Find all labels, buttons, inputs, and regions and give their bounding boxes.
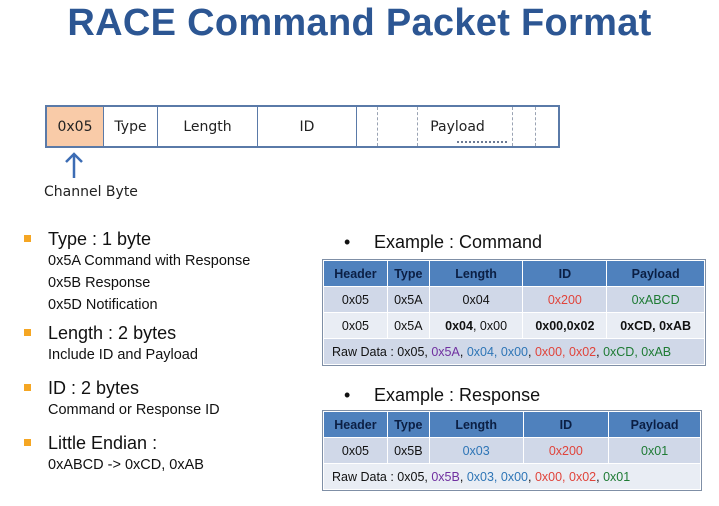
table-row: 0x05 0x5A 0x04 0x200 0xABCD [323, 286, 705, 313]
column-header: Length [428, 411, 524, 438]
table-cell: 0x00,0x02 [522, 312, 608, 339]
bullet-icon [24, 384, 31, 391]
payload-divider [377, 107, 378, 146]
raw-sep: , [596, 344, 604, 359]
packet-field-length: Length [158, 107, 258, 146]
payload-ellipsis [457, 141, 507, 143]
raw-payload: 0x01 [603, 469, 631, 484]
raw-data-cell: Raw Data : 0x05, 0x5A, 0x04, 0x00, 0x00,… [323, 338, 705, 365]
table-cell: 0x03 [428, 437, 524, 464]
example-response-heading: • Example : Response [344, 385, 540, 406]
raw-data-cell: Raw Data : 0x05, 0x5B, 0x03, 0x00, 0x00,… [323, 463, 701, 490]
length-byte: , 0x00 [472, 318, 508, 333]
list-item: Length : 2 bytes Include ID and Payload [24, 322, 314, 366]
raw-sep: , [527, 469, 535, 484]
list-item: Type : 1 byte 0x5A Command with Response… [24, 228, 314, 316]
column-header: Payload [608, 411, 701, 438]
column-header: ID [522, 411, 610, 438]
column-header: Header [323, 260, 388, 287]
column-header: Length [428, 260, 524, 287]
bullet-icon [24, 439, 31, 446]
table-cell: 0x04 [428, 286, 524, 313]
raw-sep: , [459, 344, 467, 359]
table-cell: 0x05 [323, 437, 388, 464]
bullet-detail: 0xABCD -> 0xCD, 0xAB [48, 457, 204, 473]
command-example-table: Header Type Length ID Payload 0x05 0x5A … [322, 259, 706, 366]
bullet-detail: 0x5A Command with Response [48, 253, 251, 269]
raw-id: 0x00, 0x02 [534, 469, 597, 484]
packet-field-id: ID [258, 107, 357, 146]
raw-prefix: Raw Data : 0x05, [332, 469, 432, 484]
table-cell: 0xABCD [606, 286, 705, 313]
payload-divider [535, 107, 536, 146]
table-header-row: Header Type Length ID Payload [323, 260, 705, 287]
column-header: Type [386, 260, 430, 287]
raw-prefix: Raw Data : 0x05, [332, 344, 432, 359]
raw-sep: , [459, 469, 467, 484]
bullet-dot-icon: • [344, 385, 351, 405]
table-row: 0x05 0x5A 0x04, 0x00 0x00,0x02 0xCD, 0xA… [323, 312, 705, 339]
table-row: Raw Data : 0x05, 0x5A, 0x04, 0x00, 0x00,… [323, 338, 705, 365]
table-cell: 0x5A [386, 312, 430, 339]
table-cell: 0x200 [522, 286, 608, 313]
bullet-detail: Command or Response ID [48, 402, 220, 418]
bullet-heading: Little Endian : [48, 433, 158, 453]
table-cell: 0x05 [323, 312, 388, 339]
table-cell: 0x200 [522, 437, 610, 464]
raw-length: 0x04, 0x00 [466, 344, 528, 359]
raw-type: 0x5B [431, 469, 460, 484]
table-cell: 0x5B [386, 437, 430, 464]
column-header: Header [323, 411, 388, 438]
bullet-icon [24, 235, 31, 242]
field-description-list: Type : 1 byte 0x5A Command with Response… [24, 228, 314, 476]
table-cell: 0xCD, 0xAB [606, 312, 705, 339]
bullet-heading: Length : 2 bytes [48, 323, 177, 343]
arrow-up-icon [65, 152, 83, 178]
table-row: 0x05 0x5B 0x03 0x200 0x01 [323, 437, 701, 464]
example-command-heading: • Example : Command [344, 232, 542, 253]
channel-byte-label: Channel Byte [44, 184, 138, 200]
bullet-detail: 0x5D Notification [48, 297, 158, 313]
raw-payload: 0xCD, 0xAB [603, 344, 672, 359]
raw-id: 0x00, 0x02 [534, 344, 597, 359]
example-response-title: Example : Response [374, 385, 541, 405]
bullet-heading: ID : 2 bytes [48, 378, 140, 398]
example-command-title: Example : Command [374, 232, 543, 252]
bullet-icon [24, 329, 31, 336]
table-cell: 0x01 [608, 437, 701, 464]
list-item: ID : 2 bytes Command or Response ID [24, 377, 314, 421]
table-cell: 0x04, 0x00 [428, 312, 524, 339]
table-cell: 0x5A [386, 286, 430, 313]
raw-sep: , [596, 469, 604, 484]
table-header-row: Header Type Length ID Payload [323, 411, 701, 438]
bullet-detail: Include ID and Payload [48, 347, 198, 363]
column-header: ID [522, 260, 608, 287]
raw-type: 0x5A [431, 344, 460, 359]
packet-field-payload: Payload [430, 118, 485, 135]
table-cell: 0x05 [323, 286, 388, 313]
packet-diagram: 0x05 Type Length ID Payload [45, 105, 560, 148]
packet-field-channel: 0x05 [47, 107, 104, 146]
response-example-table: Header Type Length ID Payload 0x05 0x5B … [322, 410, 702, 491]
raw-sep: , [527, 344, 535, 359]
page-title: RACE Command Packet Format [67, 2, 652, 44]
packet-field-type: Type [104, 107, 158, 146]
list-item: Little Endian : 0xABCD -> 0xCD, 0xAB [24, 432, 314, 476]
length-byte: 0x04 [445, 318, 473, 333]
bullet-detail: 0x5B Response [48, 275, 151, 291]
raw-length: 0x03, 0x00 [466, 469, 528, 484]
bullet-heading: Type : 1 byte [48, 229, 152, 249]
column-header: Type [386, 411, 430, 438]
payload-divider [417, 107, 418, 146]
table-row: Raw Data : 0x05, 0x5B, 0x03, 0x00, 0x00,… [323, 463, 701, 490]
bullet-dot-icon: • [344, 232, 351, 252]
payload-divider [512, 107, 513, 146]
column-header: Payload [606, 260, 705, 287]
